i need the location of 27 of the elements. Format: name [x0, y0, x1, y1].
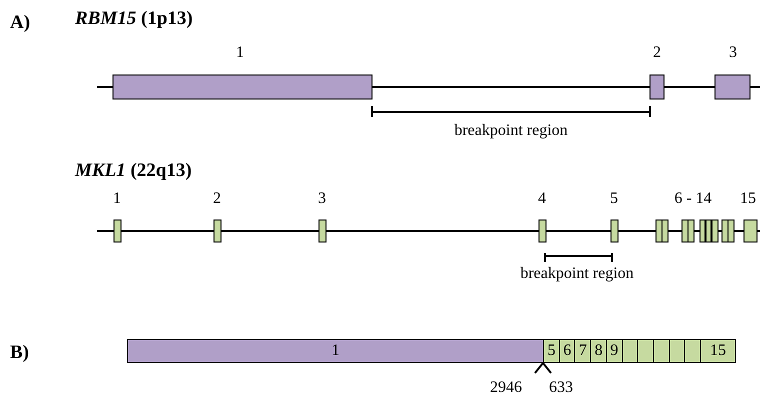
exon-number: 3 [318, 190, 326, 208]
fusion-segment: 8 [590, 339, 608, 363]
panel-label: B) [10, 342, 29, 364]
fusion-segment [637, 339, 654, 363]
exon-number: 6 - 14 [674, 190, 712, 208]
panel-label: A) [10, 12, 30, 34]
fusion-segment: 7 [574, 339, 592, 363]
exon-number: 15 [740, 190, 756, 208]
gene-heading: MKL1 (22q13) [75, 160, 192, 182]
fusion-segment [684, 339, 702, 363]
region-label: breakpoint region [454, 122, 568, 140]
region-label: breakpoint region [520, 265, 634, 283]
fusion-segment: 5 [543, 339, 560, 363]
exon-number: 5 [610, 190, 618, 208]
exon-number: 1 [236, 44, 244, 62]
position-number: 633 [549, 379, 573, 397]
position-number: 2946 [490, 379, 522, 397]
gene-heading: RBM15 (1p13) [75, 8, 193, 30]
fusion-segment: 9 [606, 339, 623, 363]
exon-number: 3 [729, 44, 737, 62]
fusion-segment: 15 [700, 339, 736, 363]
exon-number: 2 [653, 44, 661, 62]
exon-number: 2 [213, 190, 221, 208]
exon-number: 1 [113, 190, 121, 208]
exon-number: 4 [538, 190, 546, 208]
fusion-segment: 1 [127, 339, 544, 363]
fusion-segment [652, 339, 670, 363]
